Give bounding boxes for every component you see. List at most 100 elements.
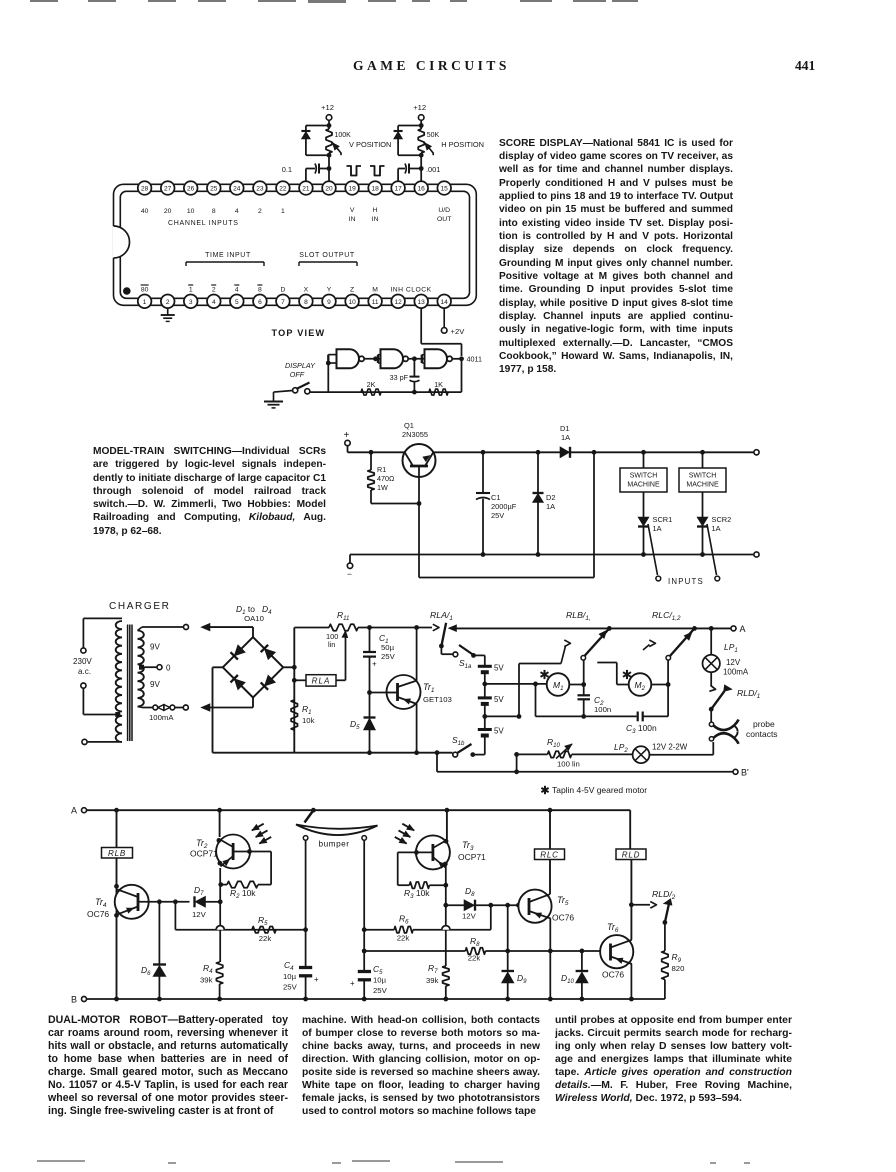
svg-text:40: 40 — [141, 208, 149, 215]
svg-text:13: 13 — [418, 299, 426, 306]
svg-text:22k: 22k — [397, 934, 410, 943]
svg-text:M1: M1 — [553, 680, 563, 692]
svg-text:27: 27 — [164, 186, 172, 193]
svg-text:+12: +12 — [413, 103, 426, 112]
svg-text:C2: C2 — [594, 695, 604, 707]
svg-text:D9: D9 — [517, 973, 527, 985]
svg-text:1A: 1A — [712, 524, 721, 533]
svg-text:100: 100 — [326, 632, 338, 641]
svg-text:X: X — [304, 287, 309, 294]
svg-text:7: 7 — [281, 299, 285, 306]
svg-text:contacts: contacts — [746, 729, 778, 739]
svg-text:21: 21 — [302, 186, 310, 193]
svg-text:LP2: LP2 — [614, 742, 628, 754]
svg-text:B': B' — [741, 768, 749, 778]
svg-text:100 lin: 100 lin — [557, 760, 580, 769]
svg-text:RLA: RLA — [312, 677, 331, 686]
svg-text:2: 2 — [166, 299, 170, 306]
svg-text:RLB: RLB — [108, 849, 126, 858]
svg-text:TOP VIEW: TOP VIEW — [272, 328, 326, 338]
svg-text:IN: IN — [372, 216, 379, 223]
svg-text:+: + — [344, 430, 350, 441]
svg-text:39k: 39k — [426, 976, 439, 985]
svg-text:R6: R6 — [399, 914, 409, 926]
svg-text:14: 14 — [441, 299, 449, 306]
svg-text:+: + — [350, 979, 355, 988]
svg-text:10µ: 10µ — [373, 976, 387, 985]
svg-text:25V: 25V — [381, 652, 396, 661]
svg-text:OCP71: OCP71 — [458, 852, 486, 862]
svg-text:R3 10k: R3 10k — [404, 888, 430, 900]
svg-text:12V: 12V — [726, 658, 741, 667]
svg-text:+: + — [372, 660, 377, 669]
svg-text:D7: D7 — [194, 885, 204, 897]
svg-text:V POSITION: V POSITION — [349, 140, 391, 149]
svg-text:2: 2 — [212, 287, 216, 294]
svg-text:R4: R4 — [203, 963, 213, 975]
svg-text:1K: 1K — [434, 380, 443, 389]
svg-text:39k: 39k — [200, 976, 213, 985]
svg-text:OCP71: OCP71 — [190, 849, 218, 859]
svg-text:R1: R1 — [302, 704, 312, 716]
svg-text:2N3055: 2N3055 — [402, 430, 428, 439]
svg-text:10: 10 — [348, 299, 356, 306]
svg-text:D1 to: D1 to — [236, 604, 255, 616]
svg-text:17: 17 — [394, 186, 402, 193]
svg-text:80: 80 — [141, 287, 149, 294]
svg-text:820: 820 — [672, 964, 685, 973]
svg-text:R7: R7 — [428, 963, 438, 975]
svg-text:10µ: 10µ — [283, 972, 297, 981]
svg-text:C1: C1 — [491, 493, 500, 502]
svg-text:12V: 12V — [462, 912, 477, 921]
svg-text:MACHINE: MACHINE — [686, 482, 719, 489]
svg-text:D2: D2 — [546, 493, 555, 502]
svg-text:230V: 230V — [73, 657, 92, 666]
svg-text:+: + — [314, 975, 319, 984]
svg-text:100mA: 100mA — [723, 668, 749, 677]
svg-text:C4: C4 — [284, 960, 294, 972]
svg-text:D: D — [280, 287, 285, 294]
svg-text:OC76: OC76 — [87, 909, 109, 919]
svg-text:8: 8 — [304, 299, 308, 306]
svg-text:100n: 100n — [594, 705, 611, 714]
svg-text:1A: 1A — [561, 433, 570, 442]
svg-text:1: 1 — [281, 208, 285, 215]
svg-text:33 pF: 33 pF — [390, 373, 409, 382]
svg-text:R5: R5 — [258, 915, 268, 927]
svg-text:470Ω: 470Ω — [377, 474, 395, 483]
svg-text:6: 6 — [258, 299, 262, 306]
svg-text:Tr6: Tr6 — [607, 922, 619, 934]
svg-text:Tr4: Tr4 — [95, 897, 107, 909]
svg-text:2: 2 — [258, 208, 262, 215]
svg-text:3: 3 — [189, 299, 193, 306]
svg-text:Taplin 4-5V geared motor: Taplin 4-5V geared motor — [552, 785, 647, 795]
svg-text:5V: 5V — [494, 695, 504, 704]
svg-text:Tr1: Tr1 — [423, 682, 435, 694]
svg-text:D8: D8 — [465, 886, 475, 898]
svg-text:10k: 10k — [302, 716, 315, 725]
svg-text:24: 24 — [233, 186, 241, 193]
svg-text:a.c.: a.c. — [78, 667, 91, 676]
svg-text:A: A — [71, 806, 77, 816]
svg-text:26: 26 — [187, 186, 195, 193]
svg-text:GET103: GET103 — [423, 695, 452, 704]
svg-text:S1b: S1b — [452, 735, 465, 747]
svg-text:OA10: OA10 — [244, 614, 264, 623]
svg-text:16: 16 — [418, 186, 426, 193]
svg-text:Y: Y — [327, 287, 332, 294]
svg-text:SCR2: SCR2 — [712, 515, 732, 524]
svg-text:0.1: 0.1 — [282, 165, 292, 174]
svg-text:RLC: RLC — [540, 851, 559, 860]
svg-text:25V: 25V — [491, 511, 504, 520]
svg-text:100mA: 100mA — [149, 713, 174, 722]
svg-text:Z: Z — [350, 287, 354, 294]
svg-text:.001: .001 — [426, 165, 440, 174]
svg-text:R2 10k: R2 10k — [230, 888, 256, 900]
svg-text:9: 9 — [327, 299, 331, 306]
svg-text:OC76: OC76 — [552, 913, 574, 923]
svg-text:RLA/1: RLA/1 — [430, 610, 453, 622]
svg-text:20: 20 — [164, 208, 172, 215]
svg-text:R9: R9 — [672, 952, 682, 964]
svg-text:RLD/1: RLD/1 — [737, 688, 760, 700]
svg-text:10: 10 — [187, 208, 195, 215]
